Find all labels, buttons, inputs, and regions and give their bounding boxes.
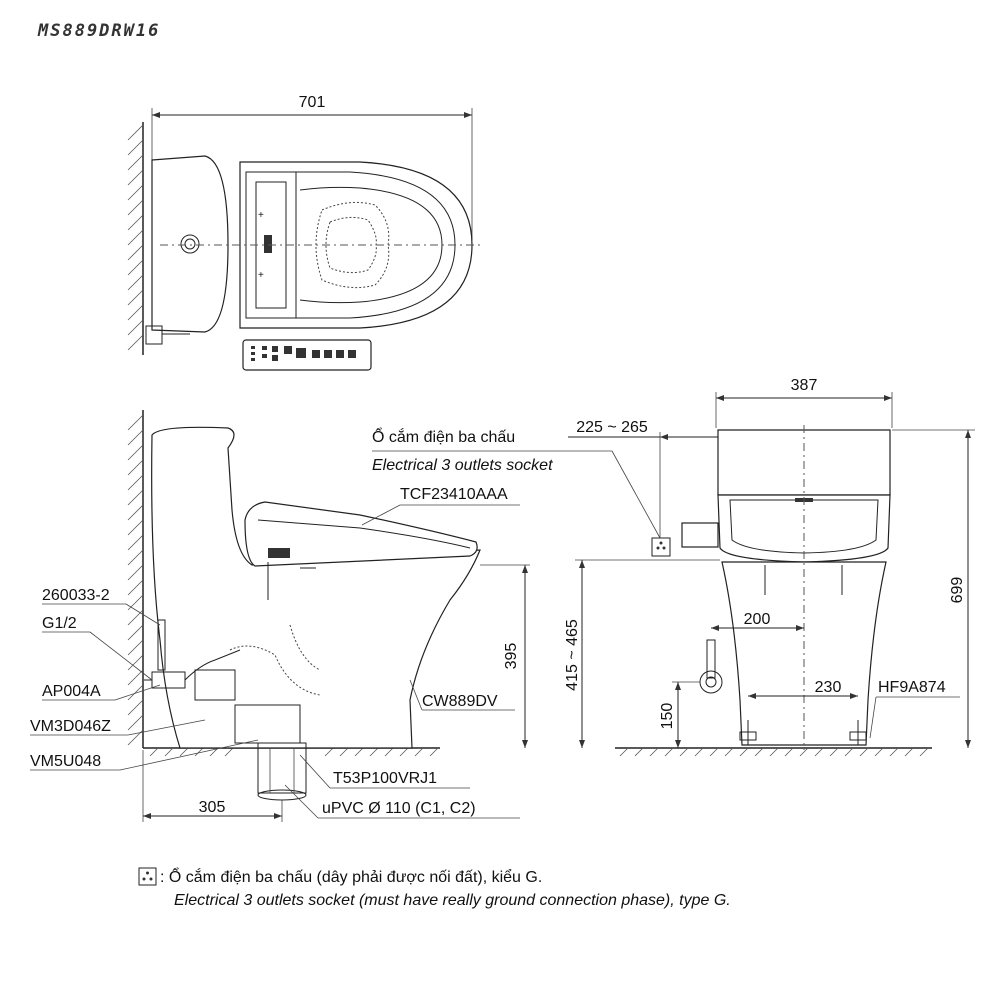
legend-line-2: Electrical 3 outlets socket (must have r… — [174, 892, 731, 909]
dim-bolt-spacing: 230 — [815, 679, 842, 696]
top-view: 701 + + — [127, 94, 480, 371]
dim-front-width: 387 — [791, 377, 818, 394]
svg-text:+: + — [258, 210, 264, 221]
label-upvc: uPVC Ø 110 (C1, C2) — [322, 800, 476, 817]
legend: : Ổ cắm điện ba chấu (dây phải được nối … — [138, 867, 731, 909]
front-view: Ổ cắm điện ba chấu Electrical 3 outlets … — [372, 377, 975, 757]
label-g12: G1/2 — [42, 615, 77, 632]
dim-top-width: 701 — [299, 94, 326, 111]
dim-front-height: 699 — [949, 577, 966, 604]
legend-line-1: : Ổ cắm điện ba chấu (dây phải được nối … — [160, 867, 542, 886]
dim-supply-height: 150 — [659, 703, 676, 730]
label-vm5u048: VM5U048 — [30, 753, 101, 770]
label-hf9a874: HF9A874 — [878, 679, 946, 696]
label-vm3d046z: VM3D046Z — [30, 718, 111, 735]
svg-text:+: + — [258, 270, 264, 281]
dim-supply-offset: 200 — [744, 611, 771, 628]
dim-depth: 305 — [199, 799, 226, 816]
side-view: 395 305 TCF23410AAA 260033-2 G1/2 AP004A… — [30, 410, 530, 822]
label-bowl: CW889DV — [422, 693, 498, 710]
dim-outlet-distance: 225 ~ 265 — [576, 419, 648, 436]
dim-outlet-height: 415 ~ 465 — [564, 619, 581, 691]
label-seat: TCF23410AAA — [400, 486, 508, 503]
model-code: MS889DRW16 — [37, 21, 160, 41]
label-outlet-vn: Ổ cắm điện ba chấu — [372, 427, 515, 446]
label-t53: T53P100VRJ1 — [333, 770, 437, 787]
dim-seat-height: 395 — [503, 643, 520, 670]
label-260033: 260033-2 — [42, 587, 110, 604]
label-ap004a: AP004A — [42, 683, 101, 700]
label-outlet-en: Electrical 3 outlets socket — [372, 457, 553, 474]
